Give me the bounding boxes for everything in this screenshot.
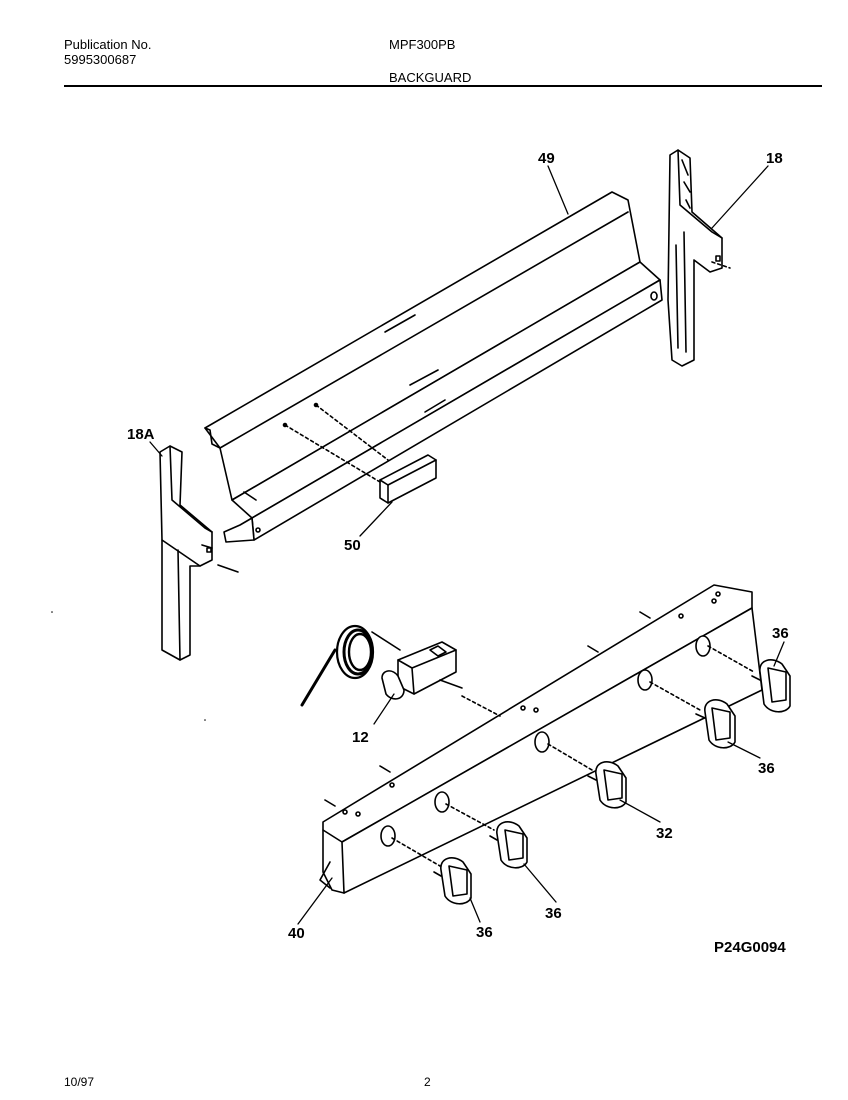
backguard-panel [204,191,663,543]
callout-40: 40 [288,925,305,942]
callout-36-right: 36 [758,760,775,777]
nameplate [282,402,437,504]
model-number: MPF300PB [389,37,456,52]
callout-50: 50 [344,537,361,554]
callout-36-top-right: 36 [772,625,789,642]
publication-number: 5995300687 [64,52,137,67]
knob-left [391,837,472,905]
footer-date: 10/97 [64,1075,95,1089]
knob-center [547,743,627,809]
section-title: BACKGUARD [389,70,472,85]
leader-lines [149,165,785,925]
knob-right-middle [649,681,736,749]
left-end-bracket [159,445,239,661]
page-number: 2 [424,1075,431,1089]
callout-12: 12 [352,729,369,746]
publication-label: Publication No. [64,37,152,52]
callout-36-left: 36 [476,924,493,941]
thermostat [300,624,501,717]
header-rule [64,85,822,87]
diagram-code: P24G0094 [714,939,786,956]
control-panel-bracket [319,584,763,894]
knob-right-top [707,645,791,713]
callout-32: 32 [656,825,673,842]
right-end-bracket [667,149,731,367]
callout-18a: 18A [127,426,155,443]
callout-49: 49 [538,150,555,167]
knob-left-middle [445,803,528,869]
callout-36-center: 36 [545,905,562,922]
callout-18: 18 [766,150,783,167]
